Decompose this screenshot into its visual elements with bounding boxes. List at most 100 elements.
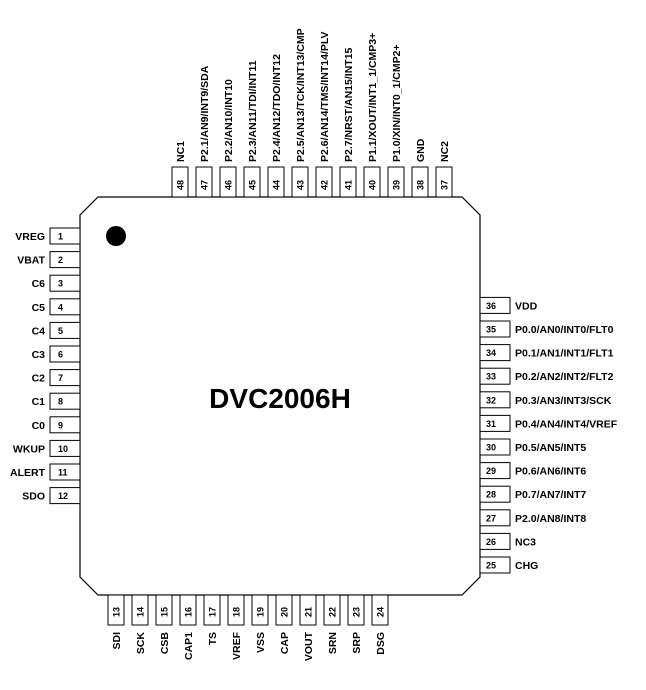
pin-19-label: VSS: [255, 632, 267, 653]
pin-17-label: TS: [207, 632, 219, 645]
pin-43-box: [291, 166, 309, 198]
pin-23-label: SRP: [351, 632, 363, 654]
pin-26-number: 26: [486, 537, 496, 547]
pin-22-box: [323, 594, 341, 626]
pin-42-box: [315, 166, 333, 198]
pin-23-box: [347, 594, 365, 626]
pin-14-number: 14: [136, 607, 146, 617]
pin-38-number: 38: [416, 180, 426, 190]
pin-29-label: P0.6/AN6/INT6: [515, 466, 586, 478]
pin-47-label: P2.1/AN9/INT9/SDA: [199, 65, 211, 162]
pin-30-box: [479, 438, 511, 456]
pin-33-label: P0.2/AN2/INT2/FLT2: [515, 371, 614, 383]
pin-7: 7 C2: [32, 369, 81, 387]
pin-47-number: 47: [200, 180, 210, 190]
pin-30-label: P0.5/AN5/INT5: [515, 442, 586, 454]
pin-9-number: 9: [58, 420, 63, 430]
pin-15-box: [155, 594, 173, 626]
pin-38-box: [411, 166, 429, 198]
pin-1-number: 1: [58, 232, 63, 242]
pin-2-number: 2: [58, 255, 63, 265]
pin-41-box: [339, 166, 357, 198]
pin-9-box: [49, 416, 81, 434]
pin-26-box: [479, 532, 511, 550]
chip-part-number: DVC2006H: [209, 383, 351, 414]
pin-22-number: 22: [328, 607, 338, 617]
pin-4: 4C5: [32, 298, 81, 316]
pin-25-box: [479, 556, 511, 574]
pin-27-number: 27: [486, 513, 496, 523]
pin-43-label: P2.5/AN13/TCK/INT13/CMP: [295, 28, 307, 162]
pin-11-box: [49, 463, 81, 481]
pin-16-box: [179, 594, 197, 626]
pin-12-label: SDO: [22, 491, 45, 503]
pin-31-label: P0.4/AN4/INT4/VREF: [515, 418, 618, 430]
pin-4-label: C5: [32, 302, 46, 314]
pin-38-label: GND: [415, 138, 427, 162]
pin-30-number: 30: [486, 443, 496, 453]
pin-7-number: 7: [58, 373, 63, 383]
pin-20-box: [275, 594, 293, 626]
pin-47-box: [195, 166, 213, 198]
pin-34-number: 34: [486, 348, 496, 358]
pin-6-number: 6: [58, 350, 63, 360]
pin-45: 45 P2.3/AN11/TDI/INT11: [243, 60, 261, 198]
pin-45-number: 45: [248, 180, 258, 190]
pin-7-box: [49, 369, 81, 387]
pin-39-number: 39: [392, 180, 402, 190]
pin-10-box: [49, 439, 81, 457]
pin-36: 36 VDD: [479, 296, 538, 314]
pin-45-label: P2.3/AN11/TDI/INT11: [247, 60, 259, 162]
pin-13-label: SDI: [111, 632, 123, 650]
pin-25-label: CHG: [515, 560, 538, 572]
pin-5-number: 5: [58, 326, 63, 336]
pin-44-number: 44: [272, 180, 282, 190]
pin-14-box: [131, 594, 149, 626]
pin-28-label: P0.7/AN7/INT7: [515, 489, 586, 501]
pin-40: 40 P1.1/XOUT/INT1_1/CMP3+: [363, 33, 381, 198]
pin-3-box: [49, 274, 81, 292]
pin-23-number: 23: [352, 607, 362, 617]
pin-40-number: 40: [368, 180, 378, 190]
pin-24-number: 24: [376, 607, 386, 617]
pin-42-label: P2.6/AN14/TMS/INT14/PLV: [319, 31, 331, 162]
pin-32-number: 32: [486, 395, 496, 405]
pin-15-label: CSB: [159, 632, 171, 655]
pin-16-number: 16: [184, 607, 194, 617]
pin-39-label: P1.0/XIN/INT0_1/CMP2+: [391, 44, 403, 162]
pin-9: 9C0: [32, 416, 81, 434]
pin-35-box: [479, 320, 511, 338]
pin-39: 39 P1.0/XIN/INT0_1/CMP2+: [387, 44, 405, 198]
pin-8-box: [49, 392, 81, 410]
pin-6: 6C3: [32, 345, 81, 363]
pin-28-box: [479, 485, 511, 503]
pin-46-label: P2.2/AN10/INT10: [223, 79, 235, 162]
pin-18-label: VREF: [231, 631, 243, 660]
pin-7-label: C2: [32, 373, 46, 385]
pin-40-label: P1.1/XOUT/INT1_1/CMP3+: [367, 33, 379, 162]
pin-34-box: [479, 344, 511, 362]
pin-12-box: [49, 487, 81, 505]
pin-36-number: 36: [486, 301, 496, 311]
pin-3-label: C6: [32, 278, 46, 290]
pin-10-label: WKUP: [13, 443, 45, 455]
pin-8-number: 8: [58, 397, 63, 407]
pin-16-label: CAP1: [183, 632, 195, 660]
pin-28-number: 28: [486, 490, 496, 500]
pin-11-label: ALERT: [10, 467, 46, 479]
pin-36-label: VDD: [515, 300, 538, 312]
pin-1-label: VREG: [15, 231, 45, 243]
